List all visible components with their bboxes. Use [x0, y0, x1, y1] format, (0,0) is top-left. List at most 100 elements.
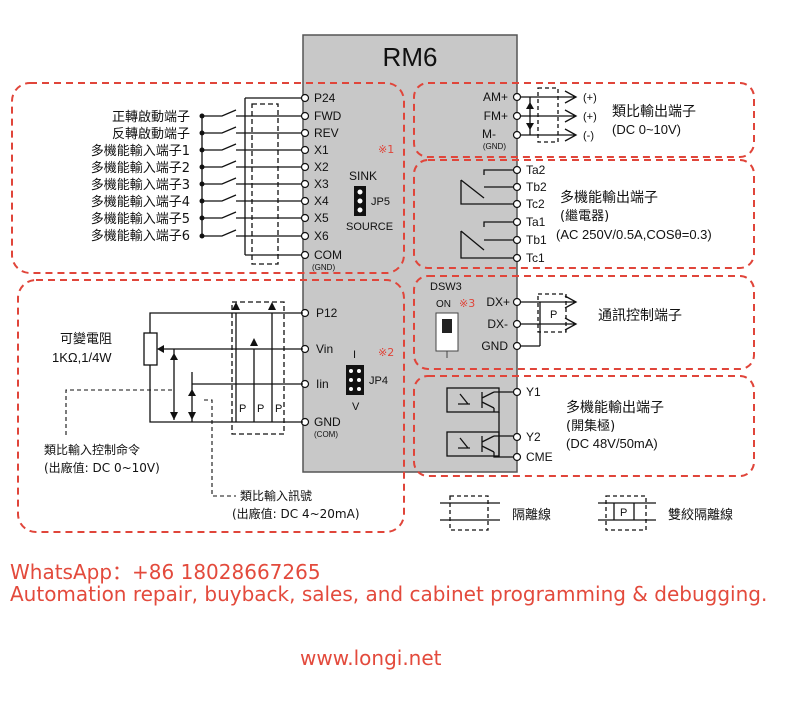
pot-name: 可變電阻 — [60, 331, 112, 347]
terminal-dxm: DX- — [487, 317, 508, 331]
analog-output-group-box — [413, 82, 755, 158]
terminal-y1: Y1 — [526, 385, 541, 399]
terminal-gnd-right: GND — [481, 339, 508, 353]
oc-label: 多機能輸出端子 — [566, 399, 664, 416]
digital-input-dots — [199, 113, 205, 239]
footer-services: Automation repair, buyback, sales, and c… — [10, 582, 768, 606]
dsw3-on: ON — [436, 299, 451, 310]
analog-input-p-labels: P P P — [239, 403, 282, 415]
analog-output-wiring — [521, 87, 578, 143]
terminal-x1: X1 — [314, 143, 329, 157]
analog-in-i-default: (出廠值: DC 4~20mA) — [232, 506, 360, 521]
terminal-tc1: Tc1 — [526, 251, 545, 265]
analog-out-label: 類比輸出端子 — [612, 104, 696, 120]
terminal-m: M- — [482, 127, 496, 141]
legend-shield-label: 隔離線 — [512, 507, 551, 523]
oc-rating: (DC 48V/50mA) — [566, 436, 658, 451]
terminal-p12: P12 — [316, 306, 338, 320]
relay-label: 多機能輸出端子 — [560, 189, 658, 206]
relay-labels: 多機能輸出端子 (繼電器) (AC 250V/0.5A,COSθ=0.3) — [556, 189, 712, 242]
jp4-note: ※2 — [378, 346, 394, 359]
jp5-sink: SINK — [349, 169, 377, 183]
left-terminal-labels: P24 FWD REV X1 X2 X3 X4 X5 X6 COM (GND) … — [312, 91, 342, 439]
terminal-am: AM+ — [483, 90, 508, 104]
analog-in-v-default: (出廠值: DC 0~10V) — [44, 460, 160, 475]
dsw3-note: ※3 — [459, 297, 475, 310]
digital-input-labels: 正轉啟動端子 反轉啟動端子 多機能輸入端子1 多機能輸入端子2 多機能輸入端子3… — [91, 110, 190, 244]
terminal-com: COM — [314, 248, 342, 262]
terminal-x2: X2 — [314, 160, 329, 174]
analog-input-notes: 類比輸入控制命令 (出廠值: DC 0~10V) 類比輸入訊號 (出廠值: DC… — [44, 442, 360, 521]
comm-wiring — [521, 293, 578, 347]
am-plus: (+) — [583, 92, 597, 104]
jp4-jumper: ※2 I JP4 V — [346, 346, 394, 413]
relay-sub: (繼電器) — [560, 209, 609, 224]
analog-out-range: (DC 0~10V) — [612, 122, 681, 137]
footer-website[interactable]: www.longi.net — [300, 646, 442, 670]
jp4-i: I — [353, 349, 356, 361]
analog-in-i-label: 類比輸入訊號 — [240, 488, 312, 503]
jp4-v: V — [352, 401, 360, 413]
terminal-iin: Iin — [316, 377, 329, 391]
terminal-ta1: Ta1 — [526, 215, 546, 229]
pot-value: 1KΩ,1/4W — [52, 350, 112, 365]
terminal-y2: Y2 — [526, 430, 541, 444]
m-minus: (-) — [583, 130, 594, 142]
dsw3-switch: DSW3 ON ※3 — [430, 281, 475, 358]
input-label-fwd: 正轉啟動端子 — [112, 110, 190, 125]
drive-body — [302, 34, 518, 473]
input-label-rev: 反轉啟動端子 — [112, 127, 190, 142]
right-terminal-circles — [512, 92, 522, 462]
analog-input-arrows — [157, 302, 276, 420]
jp5-jumper: ※1 SINK JP5 SOURCE — [346, 143, 394, 233]
relay-wiring — [460, 169, 513, 259]
dsw3-label: DSW3 — [430, 281, 462, 293]
input-label-x1: 多機能輸入端子1 — [91, 143, 190, 159]
comm-group-box — [413, 275, 755, 370]
oc-output-group-box — [413, 375, 755, 477]
legend-p: P — [620, 507, 627, 519]
input-label-x6: 多機能輸入端子6 — [91, 228, 190, 244]
relay-output-group-box — [413, 159, 755, 269]
svg-text:P: P — [257, 403, 264, 415]
terminal-x4: X4 — [314, 194, 329, 208]
terminal-ta2: Ta2 — [526, 163, 546, 177]
jp4-label: JP4 — [369, 375, 388, 387]
group-boxes — [11, 82, 755, 533]
terminal-tb2: Tb2 — [526, 180, 547, 194]
analog-input-wiring — [143, 301, 303, 435]
legend — [440, 495, 656, 531]
terminal-tc2: Tc2 — [526, 197, 545, 211]
footer-whatsapp: WhatsApp：+86 18028667265 — [10, 560, 321, 584]
analog-in-v-label: 類比輸入控制命令 — [44, 442, 140, 457]
jp5-note: ※1 — [378, 143, 394, 156]
terminal-vin: Vin — [316, 342, 333, 356]
digital-input-group-box — [11, 82, 405, 274]
terminal-m-sub: (GND) — [483, 142, 506, 151]
terminal-fwd: FWD — [314, 109, 342, 123]
analog-output-arrows — [526, 102, 534, 130]
right-terminal-labels: AM+ FM+ M- (GND) Ta2 Tb2 Tc2 Ta1 Tb1 Tc1… — [481, 90, 552, 464]
oc-labels: 多機能輸出端子 (開集極) (DC 48V/50mA) — [566, 399, 664, 451]
legend-twisted-label: 雙絞隔離線 — [668, 507, 733, 523]
terminal-p24: P24 — [314, 91, 336, 105]
terminal-dxp: DX+ — [486, 295, 510, 309]
jp5-label: JP5 — [371, 196, 390, 208]
analog-output-labels: (+) (+) (-) 類比輸出端子 (DC 0~10V) — [583, 92, 696, 142]
jp5-source: SOURCE — [346, 221, 393, 233]
svg-text:P: P — [275, 403, 282, 415]
terminal-gnd: GND — [314, 415, 341, 429]
analog-input-leaders — [65, 389, 236, 497]
potentiometer — [143, 332, 158, 366]
comm-label: 通訊控制端子 — [598, 308, 682, 324]
terminal-cme: CME — [526, 450, 553, 464]
terminal-x6: X6 — [314, 229, 329, 243]
terminal-fm: FM+ — [484, 109, 508, 123]
terminal-com-sub: (GND) — [312, 263, 335, 272]
left-terminal-circles — [300, 93, 310, 427]
pot-labels: 可變電阻 1KΩ,1/4W — [52, 331, 112, 365]
input-label-x2: 多機能輸入端子2 — [91, 160, 190, 176]
terminal-x3: X3 — [314, 177, 329, 191]
analog-input-group-box — [17, 279, 405, 533]
input-label-x4: 多機能輸入端子4 — [91, 194, 190, 210]
